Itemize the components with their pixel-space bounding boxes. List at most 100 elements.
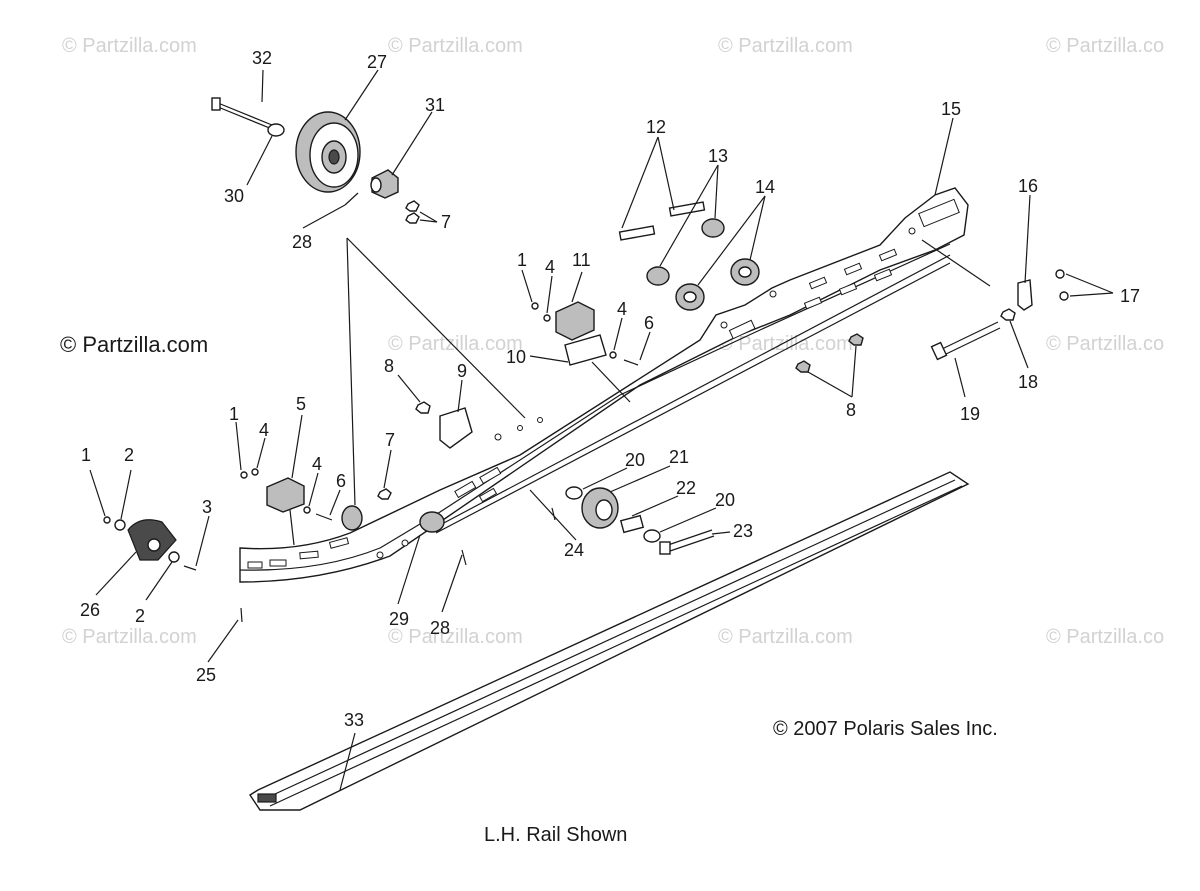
callout-20: 20 <box>625 450 645 470</box>
callout-17: 17 <box>1120 286 1140 306</box>
callout-7: 7 <box>441 212 451 232</box>
screw-28b <box>461 549 467 566</box>
washer-4c <box>251 468 259 476</box>
nut-8a <box>415 401 431 414</box>
washer-4a <box>543 314 551 322</box>
pivot-29 <box>419 511 445 533</box>
nut-18 <box>1000 308 1016 321</box>
nut-1c <box>103 516 111 524</box>
plate-9 <box>439 407 473 449</box>
callout-14: 14 <box>755 177 775 197</box>
callout-28: 28 <box>430 618 450 638</box>
callout-19: 19 <box>960 404 980 424</box>
slide-rail <box>239 187 969 583</box>
callout-29: 29 <box>389 609 409 629</box>
watermark-tile: © Partzilla.com <box>388 333 523 355</box>
bolt-head-19 <box>930 341 948 361</box>
leader-lines <box>89 69 1114 791</box>
callout-1: 1 <box>229 404 239 424</box>
callout-13: 13 <box>708 146 728 166</box>
callout-22: 22 <box>676 478 696 498</box>
watermark-primary: © Partzilla.com <box>60 332 208 357</box>
callout-12: 12 <box>646 117 666 137</box>
wear-strip-end <box>257 793 277 803</box>
watermark-tile: © Partzilla.com <box>388 35 523 57</box>
rail-track-line <box>439 254 951 526</box>
washer-2b <box>168 551 180 563</box>
callout-33: 33 <box>344 710 364 730</box>
watermark-tile: © Partzilla.com <box>62 626 197 648</box>
screw-6a <box>623 359 639 366</box>
rail-lower-edge <box>239 243 951 571</box>
callout-25: 25 <box>196 665 216 685</box>
watermark-tile: © Partzilla.co <box>1046 626 1164 648</box>
callout-26: 26 <box>80 600 100 620</box>
callout-4: 4 <box>259 420 269 440</box>
callout-1: 1 <box>81 445 91 465</box>
watermark-tile: © Partzilla.co <box>1046 35 1164 57</box>
callout-2: 2 <box>135 606 145 626</box>
screw-25 <box>240 607 243 623</box>
callout-16: 16 <box>1018 176 1038 196</box>
callout-23: 23 <box>733 521 753 541</box>
front-end <box>103 516 243 623</box>
callout-labels: 32 27 31 30 28 7 12 13 14 15 16 17 1 4 1… <box>80 48 1140 730</box>
nut-7 <box>405 200 420 212</box>
washer-20a <box>565 486 583 500</box>
rail-track-line-2 <box>435 262 951 534</box>
nut-1a <box>531 302 539 310</box>
callout-7: 7 <box>385 430 395 450</box>
rail-slots <box>247 198 960 569</box>
callout-6: 6 <box>644 313 654 333</box>
spacer-22 <box>619 514 645 534</box>
callout-11: 11 <box>572 250 591 270</box>
idler-wheel-assembly <box>211 97 420 224</box>
callout-15: 15 <box>941 99 961 119</box>
callout-9: 9 <box>457 361 467 381</box>
bumper-10 <box>564 334 607 366</box>
axle-boss <box>341 505 363 531</box>
callout-24: 24 <box>564 540 584 560</box>
wear-strip <box>249 471 970 811</box>
callout-8: 8 <box>846 400 856 420</box>
callout-6: 6 <box>336 471 346 491</box>
callout-32: 32 <box>252 48 272 68</box>
callout-4: 4 <box>545 257 555 277</box>
rail-body <box>239 187 969 583</box>
callout-3: 3 <box>202 497 212 517</box>
watermark-tile: © Partzilla.com <box>388 626 523 648</box>
washer-2a <box>114 519 126 531</box>
copyright-notice: © 2007 Polaris Sales Inc. <box>773 718 998 740</box>
bolt-12b <box>668 201 706 217</box>
washer-4d <box>303 506 311 514</box>
watermark-tile: © Partzilla.com <box>718 626 853 648</box>
bolt-head-23 <box>659 541 671 555</box>
washer-20b <box>643 529 661 543</box>
shock-hardware <box>618 201 760 311</box>
watermark-tile: © Partzilla.com <box>718 35 853 57</box>
bolt-19 <box>941 321 999 350</box>
bolt-head-32 <box>211 97 221 111</box>
bumper-11 <box>555 301 595 341</box>
washer-4b <box>609 351 617 359</box>
bolt-17b <box>1059 291 1069 301</box>
spacer-13b <box>701 218 725 238</box>
callout-30: 30 <box>224 186 244 206</box>
screw-24 <box>551 507 556 521</box>
callout-21: 21 <box>669 447 689 467</box>
bumper-blocks <box>240 301 639 521</box>
watermark-tile: © Partzilla.com <box>718 333 853 355</box>
callout-20: 20 <box>715 490 735 510</box>
callout-4: 4 <box>312 454 322 474</box>
bolt-17a <box>1055 269 1065 279</box>
callout-1: 1 <box>517 250 527 270</box>
bolt-12a <box>618 225 656 241</box>
watermark-layer: © Partzilla.com © Partzilla.com © Partzi… <box>60 35 1164 648</box>
callout-10: 10 <box>506 347 526 367</box>
washer-30 <box>267 123 285 137</box>
rear-idler <box>341 486 715 566</box>
callout-27: 27 <box>367 52 387 72</box>
brackets <box>415 269 1069 449</box>
nut-8b <box>848 333 864 346</box>
